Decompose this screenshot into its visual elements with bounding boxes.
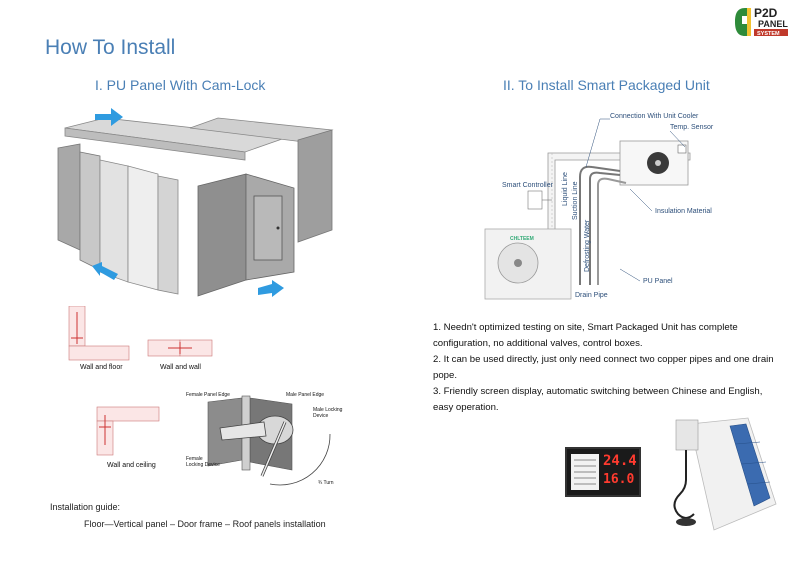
label-insulation-material: Insulation Material [655,208,712,215]
packaged-unit-photo [650,414,780,536]
section-heading-smart-unit: II. To Install Smart Packaged Unit [503,77,710,93]
label-smart-controller: Smart Controller [502,182,553,189]
joint-wall-ceiling-diagram [95,405,161,462]
feature-item-1: 1. Needn't optimized testing on site, Sm… [433,322,738,349]
label-male-locking-device: Male Locking Device [313,407,343,419]
label-three-quarter-turn: ¾ Turn [318,480,334,486]
arrow-door-wall-icon [258,280,284,303]
camlock-diagram [180,388,350,493]
brand-logo: P2D PANEL SYSTEM [735,4,790,40]
page-title: How To Install [45,36,176,59]
installation-guide-steps: Floor—Vertical panel – Door frame – Roof… [84,519,326,529]
label-temp-sensor: Temp. Sensor [670,124,714,131]
feature-item-3: 3. Friendly screen display, automatic sw… [433,386,763,413]
label-drain-pipe: Drain Pipe [575,292,608,299]
label-connection-unit-cooler: Connection With Unit Cooler [610,113,699,120]
logo-main-text: P2D [754,6,778,20]
joint-wall-wall-diagram [146,336,216,367]
label-liquid-line: Liquid Line [562,172,569,206]
display-temp-reading: 24.4 [603,453,637,469]
packaged-unit-diagram [480,105,730,305]
caption-wall-wall: Wall and wall [160,364,201,371]
feature-item-2: 2. It can be used directly, just only ne… [433,354,774,381]
display-set-reading: 16.0 [603,472,635,487]
caption-wall-floor: Wall and floor [80,364,123,371]
joint-wall-floor-diagram [63,305,133,369]
label-female-locking-device: Female Locking Device [186,456,220,468]
installation-guide-heading: Installation guide: [50,502,121,512]
logo-sub-text: PANEL [758,19,788,29]
label-female-panel-edge: Female Panel Edge [186,392,230,398]
arrow-roof-icon [95,108,123,131]
label-male-panel-edge: Male Panel Edge [286,392,325,398]
logo-system-text: SYSTEM [757,31,780,37]
unit-brand-label: CHLTEEM [510,236,534,242]
caption-wall-ceiling: Wall and ceiling [107,462,156,469]
arrow-left-wall-icon [92,262,118,287]
section-heading-pu-panel: I. PU Panel With Cam-Lock [95,77,266,93]
controller-menu-panel [571,454,599,490]
feature-list: 1. Needn't optimized testing on site, Sm… [433,320,778,416]
cold-room-exploded-illustration [50,100,350,300]
label-defrosting-water: Defrosting Water [584,219,591,272]
label-suction-line: Suction Line [572,181,579,220]
label-pu-panel: PU Panel [643,278,673,285]
controller-display: 24.4 16.0 [565,447,641,497]
